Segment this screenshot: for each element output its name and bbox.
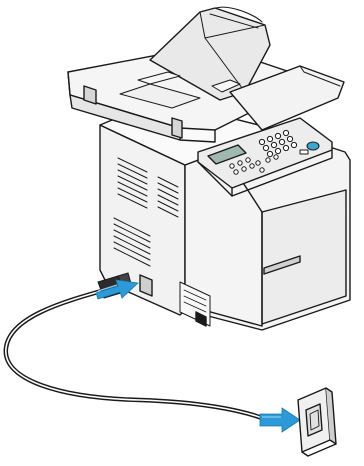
start-button [307, 142, 319, 150]
feeder-hinge-left [84, 86, 96, 104]
outlet-socket [306, 404, 322, 436]
stop-button [300, 150, 308, 154]
outlet-arrow-icon [260, 408, 300, 432]
wall-outlet-icon [298, 388, 336, 456]
feeder-hinge-right [172, 118, 182, 138]
